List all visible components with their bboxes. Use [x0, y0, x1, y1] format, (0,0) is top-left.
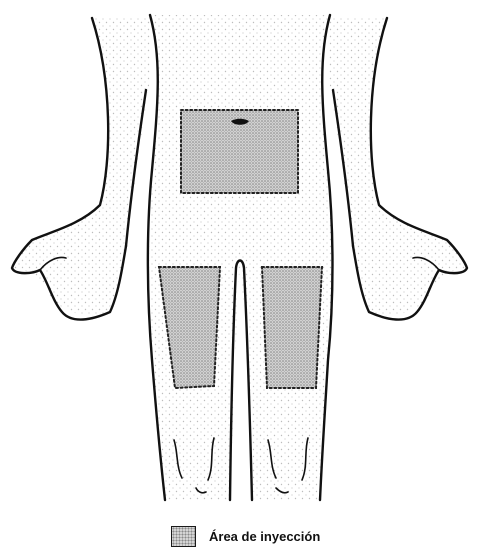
injection-zone-right-thigh: [262, 267, 322, 388]
body-shading: [12, 15, 467, 500]
legend: Área de inyección: [171, 522, 320, 550]
legend-label: Área de inyección: [209, 529, 320, 544]
legend-swatch: [171, 526, 196, 547]
